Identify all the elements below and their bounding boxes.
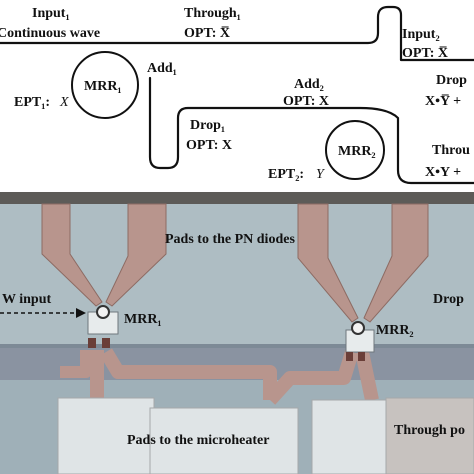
heater-pad-right [311,399,387,474]
through-photo-label: Through po [394,423,465,438]
mrr2-device [345,321,375,361]
mrr1-photo-label: MRR₁ [124,312,162,327]
through1-opt: OPT: X̅ [184,25,230,41]
ept1-label: EPT₁: [14,95,50,110]
drop1-label: Drop₁ [190,118,225,133]
frame-top [0,192,474,204]
mrr2-contact-b [358,352,365,361]
add2-label: Add₂ [294,77,324,92]
drop-photo-label: Drop [433,292,464,307]
waveguide-line [0,344,474,348]
bus-waveguide-1 [0,5,474,62]
mrr1-contact-a [88,338,96,348]
mrr2-microring [351,321,365,335]
pn-pads-label: Pads to the PN diodes [165,232,295,247]
heater-pads-label: Pads to the microheater [127,433,269,448]
add1-label: Add₁ [147,61,177,76]
drop1-opt: OPT: X [186,138,232,153]
ept2-var: Y [316,167,326,182]
mrr1-label: MRR₁ [84,79,122,94]
ept1-var: X [59,95,69,110]
input2-label: Input₂ [402,27,440,42]
pn-pad-left-b [105,203,167,307]
through1-label: Through₁ [184,6,241,21]
through2-opt: X•Y + [425,165,461,180]
mrr2-label: MRR₂ [338,144,376,159]
drop2-opt: X•Y̅ + [425,93,461,109]
mrr2-photo-label: MRR₂ [376,323,414,338]
add2-opt: OPT: X [283,94,329,109]
pn-pad-right-a [297,203,359,323]
pn-pad-right-b [363,203,429,323]
micrograph-panel: Pads to the PN diodes W input MRR₁ MRR₂ … [0,192,474,474]
schematic-panel: Input₁ Continuous wave Through₁ OPT: X̅ … [0,0,474,192]
mrr1-ring [71,51,139,119]
heater-trace-left [90,348,277,400]
cw-input-label: W input [2,292,51,307]
through-pad [385,397,474,474]
input2-opt: OPT: X̅ [402,45,448,61]
heater-trace-mid [60,350,92,378]
mrr2-contact-a [346,352,353,361]
mrr2-ring [325,120,385,180]
ept2-label: EPT₂: [268,167,304,182]
mrr1-contact-b [102,338,110,348]
mrr1-device [87,305,119,348]
mrr1-microring [96,305,110,319]
input1-label: Input₁ [32,6,70,21]
cw-input-arrowhead [76,308,86,318]
drop-waveguide-1 [148,76,474,185]
through2-label: Throu [432,143,470,158]
drop2-label: Drop [436,73,467,88]
heater-pad-center [149,407,299,474]
pn-pad-left-a [41,203,103,307]
continuous-wave-label: Continuous wave [0,26,100,41]
